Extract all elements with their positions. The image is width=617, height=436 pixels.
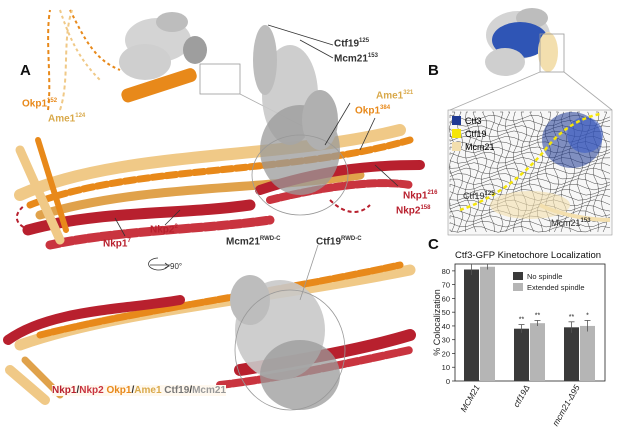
lower-rwd-domains xyxy=(230,244,346,411)
label-okp1-384: Okp1384 xyxy=(355,105,391,117)
significance-mark: ** xyxy=(535,312,541,319)
x-tick-label: mcm21-Δ95 xyxy=(550,383,582,428)
panel-b-key: Ctf3 Ctf19 Mcm21 xyxy=(452,114,495,153)
legend-swatch-0 xyxy=(513,272,523,280)
y-tick-label: 0 xyxy=(446,377,450,386)
y-tick-label: 60 xyxy=(442,294,450,303)
bar-1-0 xyxy=(480,266,495,381)
y-tick-label: 80 xyxy=(442,267,450,276)
upper-rwd-domains xyxy=(251,24,349,216)
x-tick-label: MCM21 xyxy=(458,383,482,414)
panel-a-legend: Nkp1/Nkp2 Okp1/Ame1 Ctf19/Mcm21 xyxy=(52,385,226,396)
legend-mcm21: Mcm21 xyxy=(192,385,226,396)
leader-lines xyxy=(114,102,399,237)
label-nkp1-7: Nkp17 xyxy=(103,238,131,250)
label-ctf19-rwdc: Ctf19RWD-C xyxy=(316,236,362,248)
lower-helical-bundle xyxy=(3,261,416,405)
legend-sep-3: / xyxy=(189,385,193,396)
x-tick-label: ctf19Δ xyxy=(511,383,532,409)
label-rotation: 90° xyxy=(170,262,183,271)
key-swatch-ctf3 xyxy=(452,116,461,125)
y-tick-label: 30 xyxy=(442,336,450,345)
y-tick-label: 20 xyxy=(442,349,450,358)
key-label-ctf19: Ctf19 xyxy=(465,128,487,139)
legend-label-0: No spindle xyxy=(527,272,562,281)
key-swatch-ctf19 xyxy=(452,129,461,138)
panel-a-letter: A xyxy=(20,62,31,79)
upper-helical-bundle xyxy=(14,124,425,250)
rotation-arrow-icon xyxy=(148,257,170,271)
bar-1-2 xyxy=(580,325,595,381)
legend-sep-2: / xyxy=(131,385,135,396)
panel-b-letter: B xyxy=(428,62,439,79)
legend-nkp2: Nkp2 xyxy=(79,385,104,396)
legend-nkp1: Nkp1 xyxy=(52,385,77,396)
chart-title: Ctf3-GFP Kinetochore Localization xyxy=(455,250,602,261)
key-mcm21: Mcm21 xyxy=(452,140,495,153)
label-ctf19-125: Ctf19125 xyxy=(334,38,370,50)
label-b-ctf19-125: Ctf19125 xyxy=(463,191,495,201)
panel-c-letter: C xyxy=(428,236,439,253)
panel-b-density-map xyxy=(447,109,613,236)
key-label-mcm21: Mcm21 xyxy=(465,141,495,152)
significance-mark: ** xyxy=(569,314,575,321)
schematic-silhouette-b xyxy=(449,8,613,111)
legend-ame1: Ame1 xyxy=(134,385,162,396)
legend-swatch-1 xyxy=(513,283,523,291)
y-tick-label: 10 xyxy=(442,363,450,372)
legend-sep-1: / xyxy=(76,385,80,396)
y-axis-label: % Colocalization xyxy=(432,289,442,356)
y-tick-label: 40 xyxy=(442,322,450,331)
significance-mark: * xyxy=(586,312,589,319)
label-nkp2-158: Nkp2158 xyxy=(396,205,431,217)
label-mcm21-153: Mcm21153 xyxy=(334,53,378,65)
bar-0-1 xyxy=(514,328,529,381)
label-mcm21-rwdc: Mcm21RWD-C xyxy=(226,236,281,248)
bar-0-2 xyxy=(564,327,579,381)
key-ctf19: Ctf19 xyxy=(452,127,495,140)
y-tick-label: 50 xyxy=(442,308,450,317)
label-b-mcm21-153: Mcm21153 xyxy=(551,218,591,228)
label-ame1-124: Ame1124 xyxy=(48,113,86,125)
label-okp1-152: Okp1152 xyxy=(22,98,58,110)
y-tick-label: 70 xyxy=(442,281,450,290)
key-label-ctf3: Ctf3 xyxy=(465,115,482,126)
legend-label-1: Extended spindle xyxy=(527,283,585,292)
bar-0-0 xyxy=(464,269,479,381)
label-ame1-321: Ame1321 xyxy=(376,90,414,102)
key-swatch-mcm21 xyxy=(452,142,461,151)
significance-mark: ** xyxy=(519,317,525,324)
label-nkp1-216: Nkp1216 xyxy=(403,190,438,202)
legend-ctf19: Ctf19 xyxy=(164,385,190,396)
label-nkp2-2: Nkp22 xyxy=(150,224,178,236)
legend-okp1: Okp1 xyxy=(106,385,132,396)
bar-1-1 xyxy=(530,323,545,381)
key-ctf3: Ctf3 xyxy=(452,114,495,127)
